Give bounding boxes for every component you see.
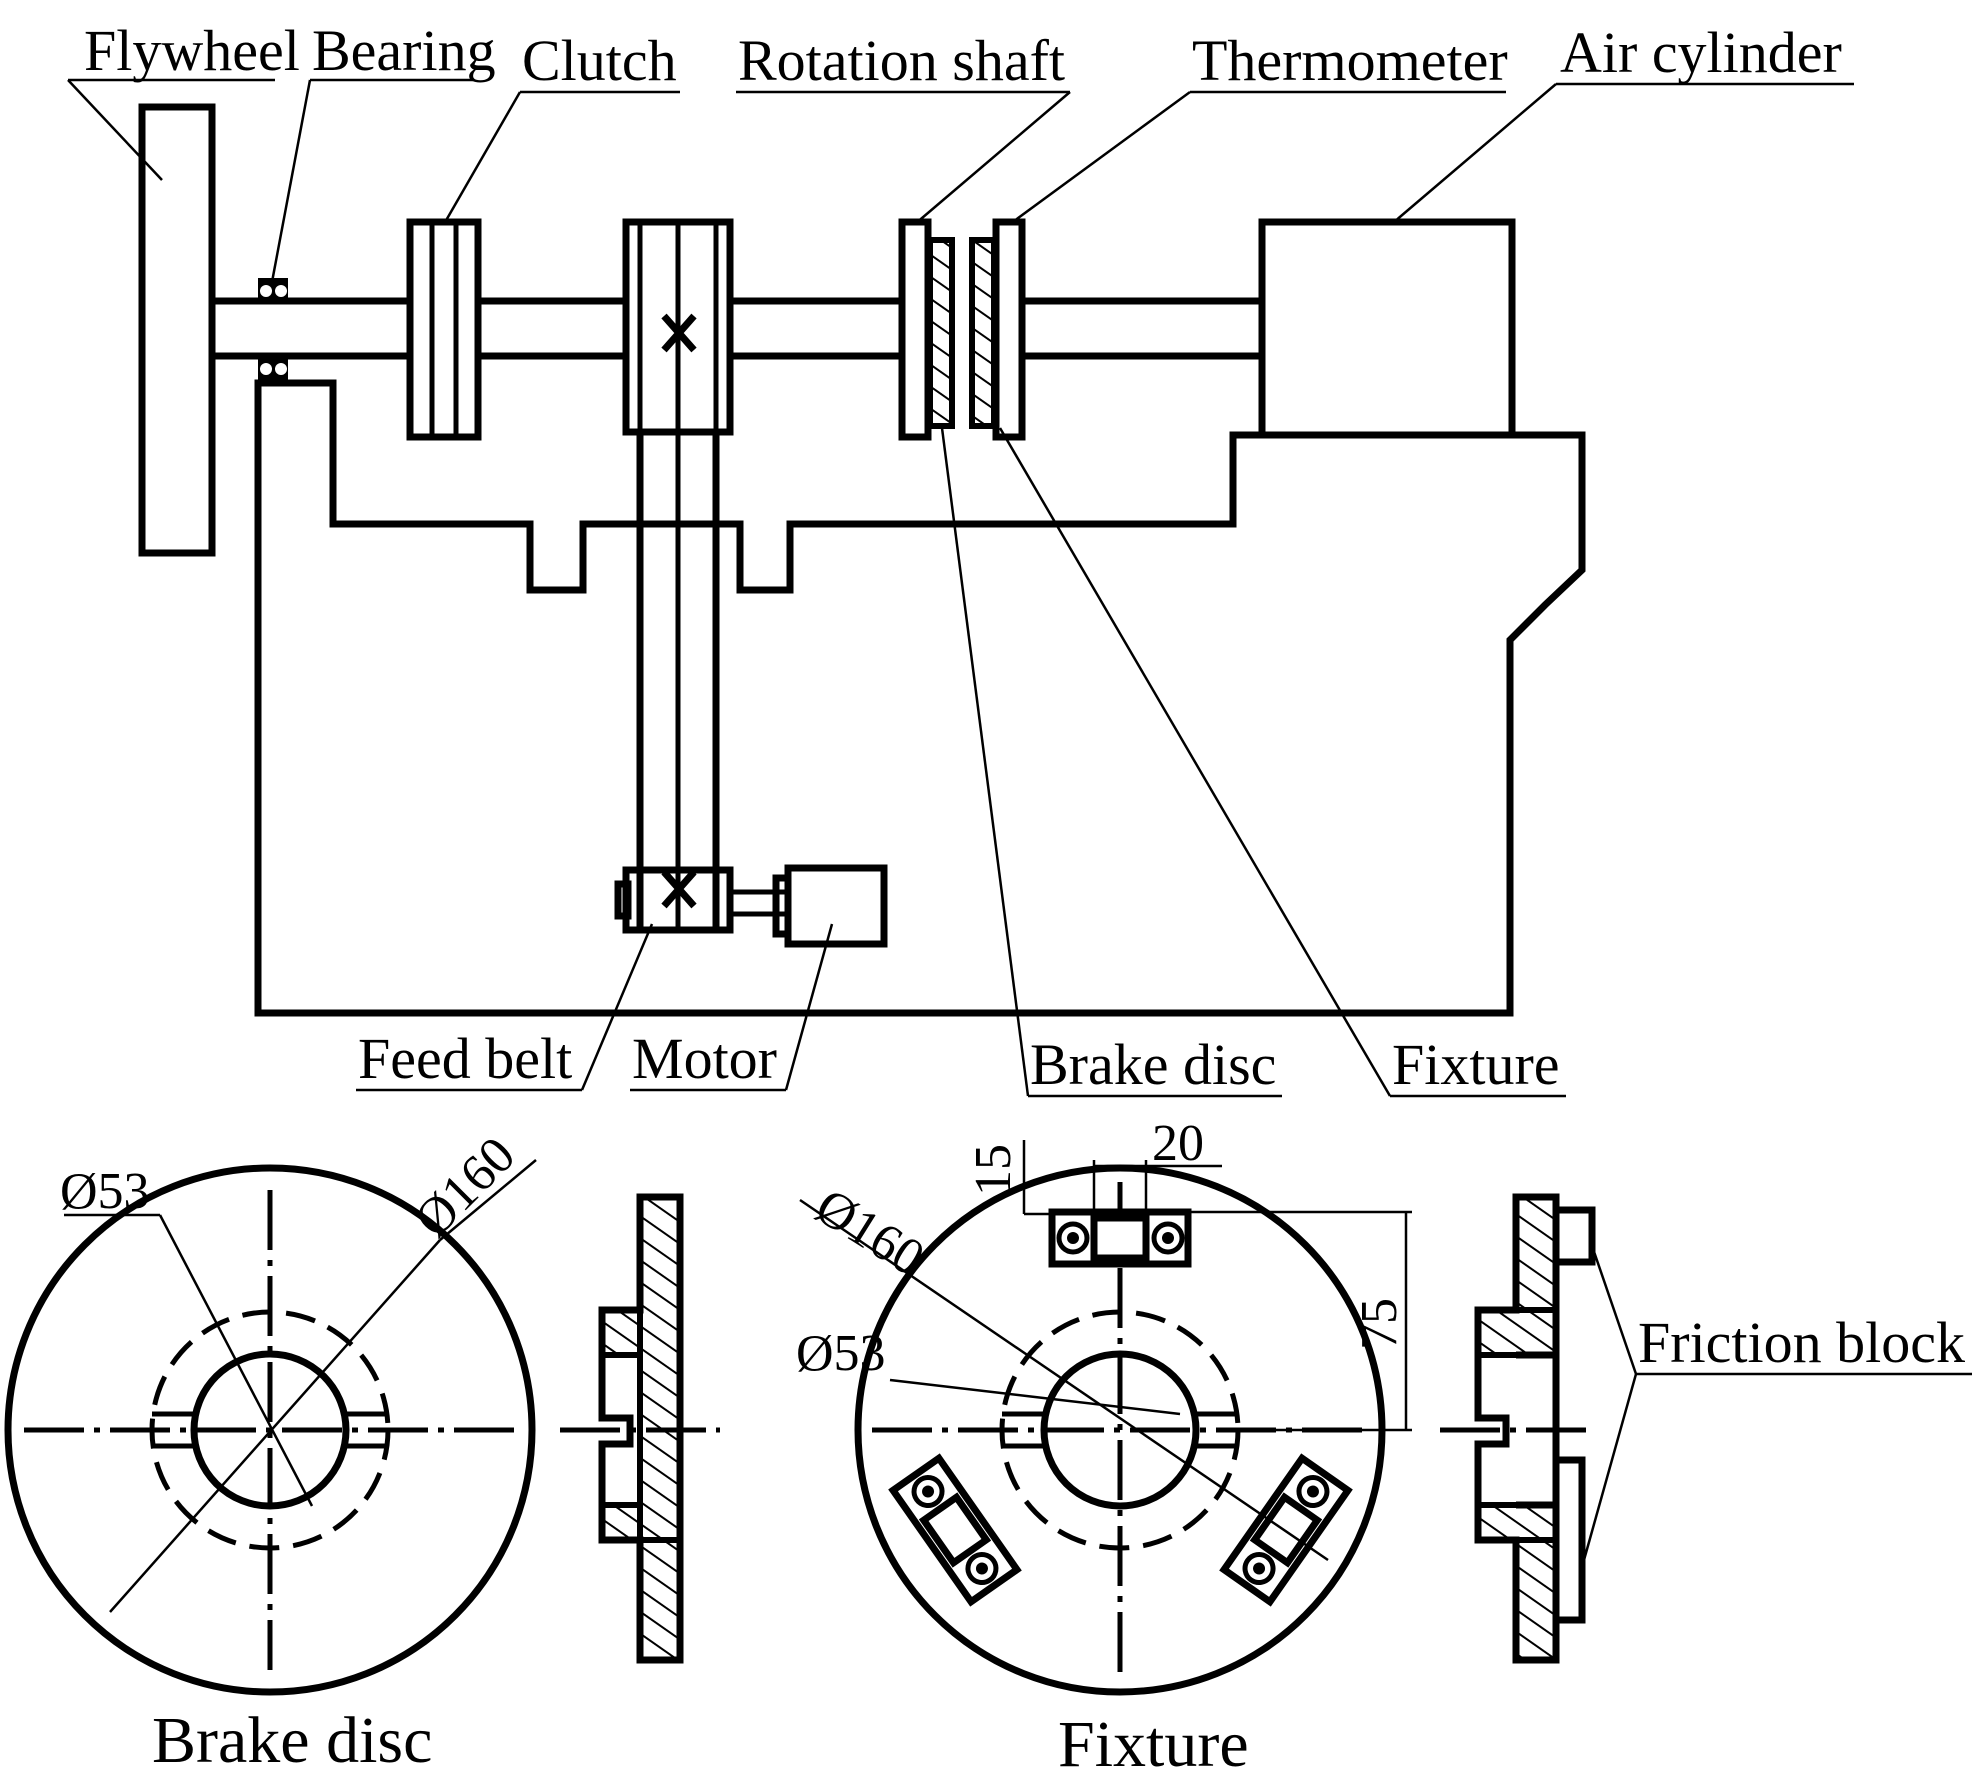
label-bearing: Bearing bbox=[312, 18, 496, 83]
brake-disc-part bbox=[927, 237, 955, 429]
label-rotation-shaft: Rotation shaft bbox=[738, 28, 1065, 93]
label-friction-block: Friction block bbox=[1638, 1310, 1965, 1375]
caption-brake-disc: Brake disc bbox=[152, 1704, 432, 1777]
fixture-front-view: Ø160 Ø53 15 20 75 bbox=[796, 1115, 1412, 1696]
test-rig-assembly bbox=[138, 103, 1586, 1017]
friction-block-callout: Friction block bbox=[1582, 1239, 1972, 1561]
dim-block-width: 20 bbox=[1152, 1115, 1204, 1172]
fixture-friction-block-top bbox=[1048, 1208, 1192, 1268]
brake-disc-side-view bbox=[560, 1193, 720, 1664]
label-clutch: Clutch bbox=[522, 28, 677, 93]
air-cylinder-part bbox=[1258, 218, 1516, 439]
dim-brake-disc-outer: Ø160 bbox=[404, 1126, 526, 1248]
dim-block-offset: 75 bbox=[1351, 1298, 1408, 1350]
dim-brake-disc-inner: Ø53 bbox=[60, 1163, 150, 1220]
fixture-plate bbox=[992, 218, 1026, 441]
machine-frame bbox=[254, 379, 1586, 1017]
clutch-part bbox=[406, 218, 482, 441]
rotation-shaft-flange bbox=[898, 218, 932, 441]
flywheel-part bbox=[138, 103, 216, 557]
label-brake-disc: Brake disc bbox=[1030, 1032, 1276, 1097]
label-air-cylinder: Air cylinder bbox=[1560, 20, 1842, 85]
dim-fixture-inner: Ø53 bbox=[796, 1325, 886, 1382]
label-flywheel: Flywheel bbox=[84, 18, 300, 83]
callouts: Flywheel Bearing Clutch Rotation shaft T… bbox=[67, 18, 1854, 1098]
label-thermometer: Thermometer bbox=[1192, 28, 1508, 93]
label-fixture: Fixture bbox=[1392, 1032, 1560, 1097]
feed-belt-part bbox=[614, 218, 734, 934]
fixture-friction-part bbox=[969, 237, 997, 429]
motor-part bbox=[727, 864, 888, 948]
fixture-side-view bbox=[1440, 1193, 1596, 1664]
caption-fixture: Fixture bbox=[1058, 1708, 1249, 1781]
fixture-friction-block-left bbox=[888, 1453, 1022, 1607]
label-motor: Motor bbox=[632, 1026, 777, 1091]
dim-block-height: 15 bbox=[965, 1144, 1022, 1196]
brake-disc-front-view: Ø53 Ø160 bbox=[4, 1126, 537, 1696]
label-feed-belt: Feed belt bbox=[358, 1026, 572, 1091]
